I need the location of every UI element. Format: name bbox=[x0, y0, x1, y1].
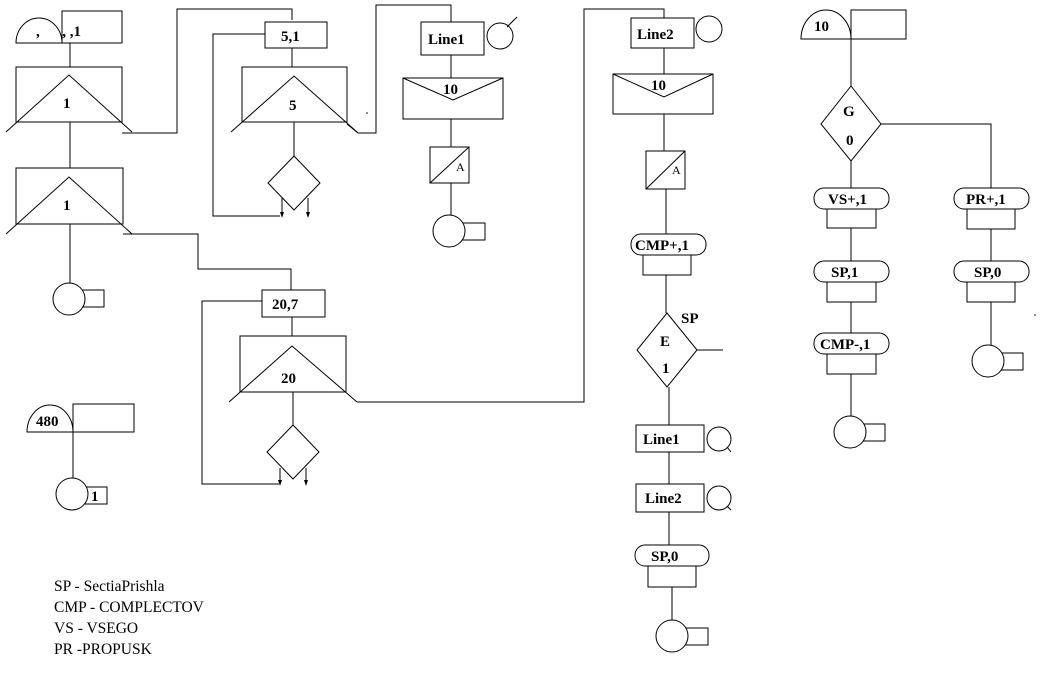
queue-block-1: 1 bbox=[5, 66, 133, 133]
storage-line1-top-label: Line1 bbox=[428, 32, 465, 48]
test-block-e-label: E bbox=[660, 334, 670, 350]
queue-block-5: 5 bbox=[230, 66, 358, 133]
legend-item-pr: PR -PROPUSK bbox=[54, 641, 152, 658]
savevalue-sp-0-right: SP,0 bbox=[953, 260, 1030, 303]
generate-block-1: , , ,1 bbox=[15, 10, 123, 44]
queue-block-2-label: 1 bbox=[63, 198, 71, 214]
seize-block-a-2: A bbox=[645, 150, 686, 190]
generate-block-480-label: 480 bbox=[36, 414, 59, 430]
terminate-block-480: 1 bbox=[55, 477, 108, 511]
storage-line1-bottom-label: Line1 bbox=[643, 432, 680, 448]
advance-block-20-7-label: 20,7 bbox=[272, 297, 299, 313]
storage-line2-bottom-label: Line2 bbox=[645, 491, 682, 507]
savevalue-cmp-plus-1: CMP+,1 bbox=[630, 233, 707, 276]
seize-block-a-1-label: A bbox=[456, 160, 465, 174]
seize-block-10-b-label: 10 bbox=[651, 78, 666, 94]
queue-block-20: 20 bbox=[228, 335, 358, 403]
legend-item-vs: VS - VSEGO bbox=[54, 620, 139, 637]
terminate-block-middle bbox=[655, 619, 709, 653]
generate-block-10: 10 bbox=[800, 9, 907, 40]
savevalue-cmp-minus-1-label: CMP-,1 bbox=[820, 337, 870, 353]
advance-block-5-1-label: 5,1 bbox=[281, 29, 300, 45]
terminate-block-1 bbox=[52, 282, 105, 316]
savevalue-sp-1-label: SP,1 bbox=[831, 265, 858, 281]
seize-block-a-2-label: A bbox=[672, 163, 681, 177]
storage-line2-block-top: Line2 bbox=[630, 15, 723, 49]
queue-block-5-label: 5 bbox=[289, 98, 297, 114]
test-block-1-label: 1 bbox=[662, 361, 670, 377]
seize-block-10-a-label: 10 bbox=[443, 82, 458, 98]
generate-block-1-label: , , ,1 bbox=[36, 24, 81, 40]
savevalue-sp-0-middle: SP,0 bbox=[634, 544, 710, 588]
seize-block-10-a: 10 bbox=[402, 77, 504, 120]
savevalue-cmp-minus-1: CMP-,1 bbox=[813, 332, 890, 375]
savevalue-sp-1: SP,1 bbox=[813, 260, 890, 303]
legend-item-sp: SP - SectiaPrishla bbox=[54, 578, 165, 595]
savevalue-cmp-plus-1-label: CMP+,1 bbox=[635, 238, 689, 254]
savevalue-sp-0-middle-label: SP,0 bbox=[651, 549, 678, 565]
storage-line1-block-bottom: Line1 bbox=[635, 424, 732, 453]
transfer-diamond-1 bbox=[267, 155, 321, 218]
terminate-block-gate-left bbox=[833, 415, 886, 449]
seize-block-10-b: 10 bbox=[612, 73, 714, 115]
savevalue-sp-0-right-label: SP,0 bbox=[974, 265, 1001, 281]
advance-block-5-1: 5,1 bbox=[264, 21, 328, 49]
queue-block-1-label: 1 bbox=[63, 96, 71, 112]
seize-block-a-1: A bbox=[429, 146, 470, 184]
advance-block-20-7: 20,7 bbox=[261, 289, 326, 318]
queue-block-2: 1 bbox=[5, 167, 133, 235]
savevalue-vs-plus-1-label: VS+,1 bbox=[828, 192, 867, 208]
savevalue-pr-plus-1-label: PR+,1 bbox=[966, 192, 1006, 208]
legend: SP - SectiaPrishla CMP - COMPLECTOV VS -… bbox=[54, 576, 204, 660]
storage-line1-block-top: Line1 bbox=[420, 16, 518, 56]
terminate-block-line1 bbox=[432, 214, 486, 248]
legend-item-cmp: CMP - COMPLECTOV bbox=[54, 599, 204, 616]
terminate-block-480-label: 1 bbox=[91, 489, 99, 505]
generate-block-10-label: 10 bbox=[814, 19, 829, 35]
test-block-e: SP E 1 bbox=[636, 311, 723, 388]
transfer-diamond-2 bbox=[266, 424, 320, 486]
savevalue-pr-plus-1: PR+,1 bbox=[953, 187, 1030, 230]
test-block-sp-label: SP bbox=[681, 311, 699, 327]
queue-block-20-label: 20 bbox=[281, 371, 296, 387]
savevalue-vs-plus-1: VS+,1 bbox=[813, 187, 890, 229]
gate-block-g: G 0 bbox=[820, 85, 882, 162]
storage-line2-top-label: Line2 bbox=[637, 27, 674, 43]
gate-block-0-label: 0 bbox=[846, 133, 854, 149]
storage-line2-block-bottom: Line2 bbox=[635, 483, 732, 513]
gate-block-g-label: G bbox=[843, 104, 855, 120]
terminate-block-gate-right bbox=[971, 344, 1024, 378]
generate-block-480: 480 bbox=[26, 403, 135, 433]
